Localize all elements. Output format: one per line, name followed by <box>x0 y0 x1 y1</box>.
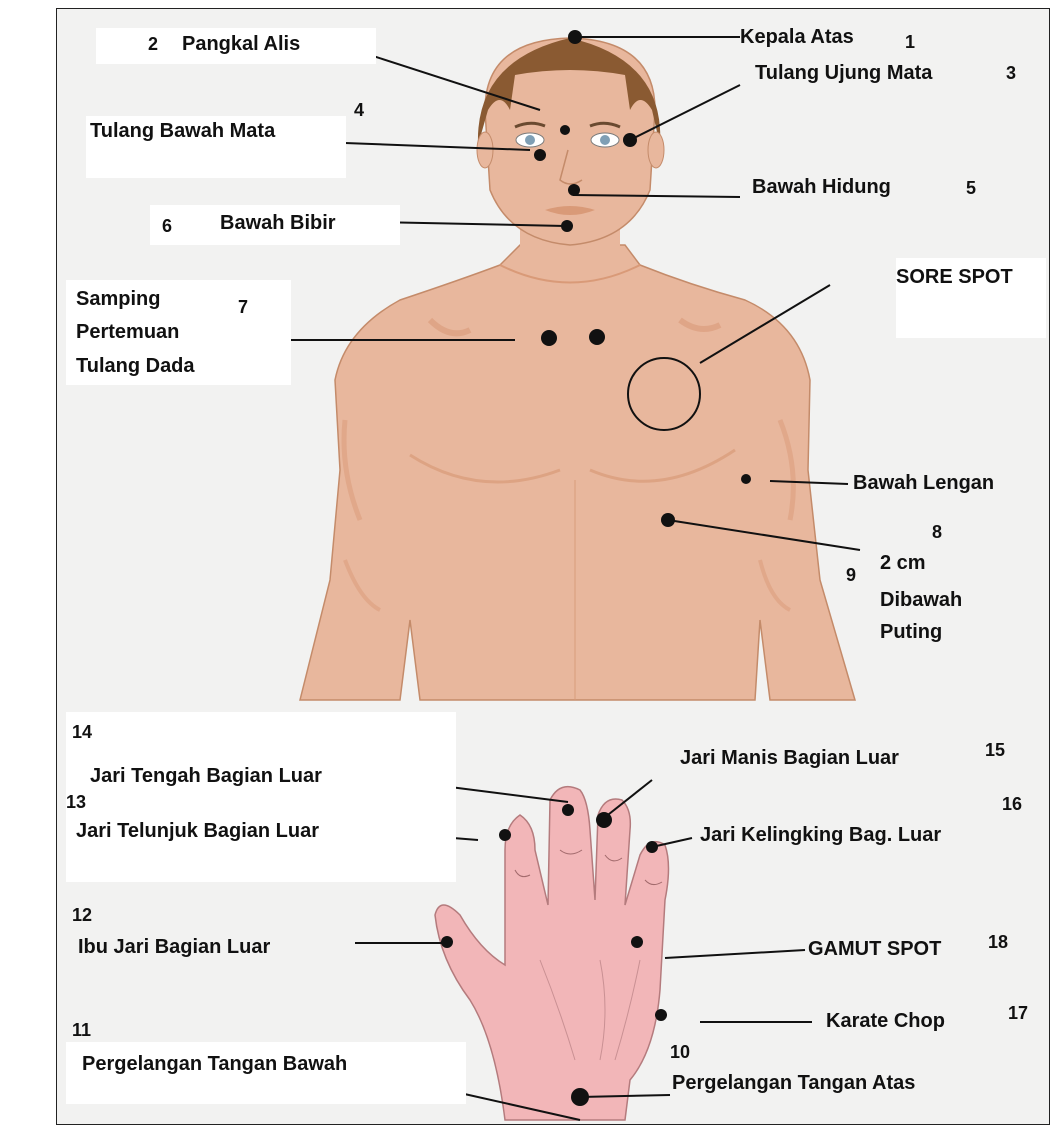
number-3: 3 <box>1006 63 1016 83</box>
label-sore-spot: SORE SPOT <box>896 266 1013 288</box>
label-jari-kelingking: Jari Kelingking Bag. Luar <box>700 824 941 846</box>
label-tulang-bawah-mata: Tulang Bawah Mata <box>90 120 275 142</box>
point-18 <box>631 936 643 948</box>
label-karate-chop: Karate Chop <box>826 1010 945 1032</box>
point-9 <box>661 513 675 527</box>
point-5 <box>568 184 580 196</box>
point-3 <box>623 133 637 147</box>
label-bawah-bibir: Bawah Bibir <box>220 212 336 234</box>
number-17: 17 <box>1008 1003 1028 1023</box>
point-2 <box>560 125 570 135</box>
point-13 <box>499 829 511 841</box>
label-puting-line-2: Dibawah <box>880 589 962 611</box>
label-samping-line-1: Samping <box>76 288 160 310</box>
label-pergelangan-atas: Pergelangan Tangan Atas <box>672 1072 915 1094</box>
number-15: 15 <box>985 740 1005 760</box>
torso-figure <box>300 245 855 700</box>
label-pergelangan-bawah: Pergelangan Tangan Bawah <box>82 1053 347 1075</box>
hand-figure <box>435 787 669 1120</box>
label-jari-manis: Jari Manis Bagian Luar <box>680 747 899 769</box>
point-6 <box>561 220 573 232</box>
point-1 <box>568 30 582 44</box>
label-box <box>66 712 456 882</box>
label-tulang-ujung-mata: Tulang Ujung Mata <box>755 62 932 84</box>
point-17 <box>655 1009 667 1021</box>
number-5: 5 <box>966 178 976 198</box>
label-kepala-atas: Kepala Atas <box>740 26 854 48</box>
point-8 <box>741 474 751 484</box>
label-jari-tengah: Jari Tengah Bagian Luar <box>90 765 322 787</box>
number-13: 13 <box>66 792 86 812</box>
label-bawah-hidung: Bawah Hidung <box>752 176 891 198</box>
point-15 <box>596 812 612 828</box>
point-14 <box>562 804 574 816</box>
number-14: 14 <box>72 722 92 742</box>
point-7b <box>589 329 605 345</box>
point-7a <box>541 330 557 346</box>
point-16 <box>646 841 658 853</box>
number-4: 4 <box>354 100 364 120</box>
label-gamut-spot: GAMUT SPOT <box>808 938 941 960</box>
label-puting-line-3: Puting <box>880 621 942 643</box>
number-18: 18 <box>988 932 1008 952</box>
number-9: 9 <box>846 565 856 585</box>
number-8: 8 <box>932 522 942 542</box>
number-10: 10 <box>670 1042 690 1062</box>
number-12: 12 <box>72 905 92 925</box>
number-6: 6 <box>162 216 172 236</box>
label-jari-telunjuk: Jari Telunjuk Bagian Luar <box>76 820 319 842</box>
point-4 <box>534 149 546 161</box>
number-16: 16 <box>1002 794 1022 814</box>
number-2: 2 <box>148 34 158 54</box>
label-samping-line-2: Pertemuan <box>76 321 179 343</box>
label-puting-line-1: 2 cm <box>880 552 926 574</box>
number-7: 7 <box>238 297 248 317</box>
number-11: 11 <box>72 1020 91 1040</box>
head-figure <box>477 38 664 265</box>
number-1: 1 <box>905 32 915 52</box>
point-10 <box>571 1088 589 1106</box>
label-bawah-lengan: Bawah Lengan <box>853 472 994 494</box>
label-ibu-jari: Ibu Jari Bagian Luar <box>78 936 270 958</box>
point-12 <box>441 936 453 948</box>
label-samping-line-3: Tulang Dada <box>76 355 195 377</box>
label-pangkal-alis: Pangkal Alis <box>182 33 300 55</box>
